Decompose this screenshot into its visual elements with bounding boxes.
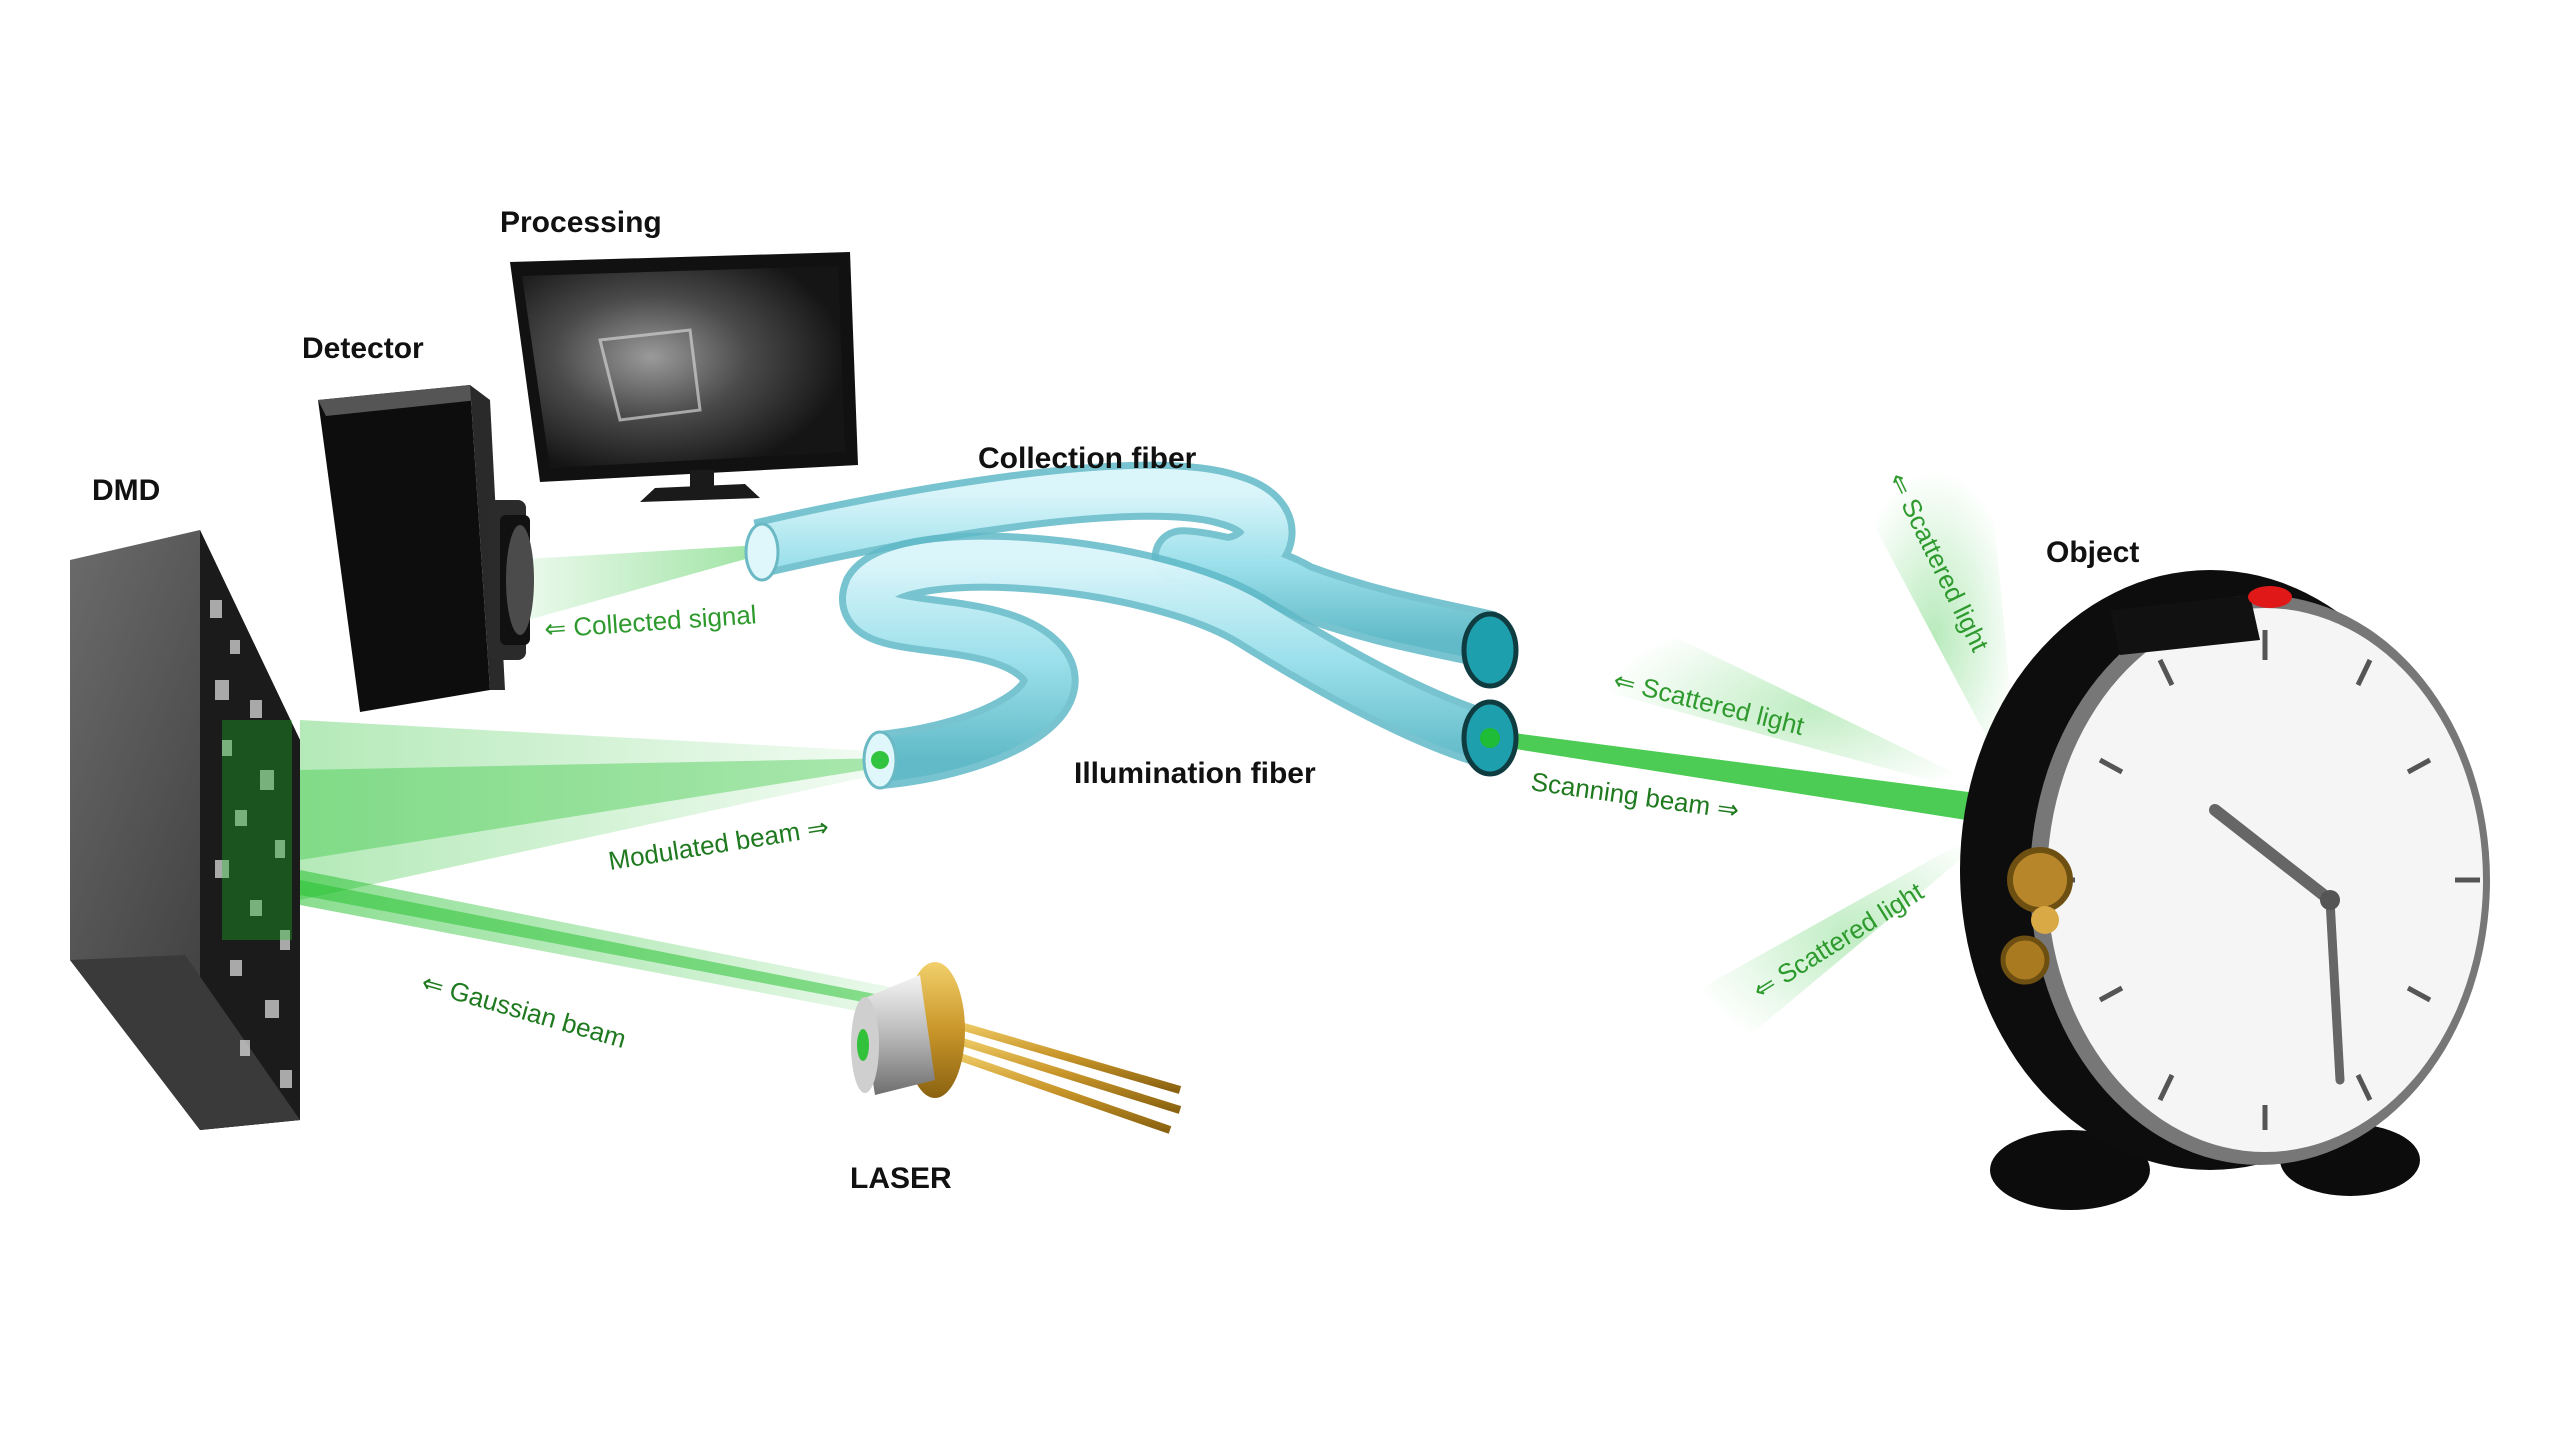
device-labels: Processing Detector DMD Collection fiber… [92,206,2139,1195]
label-processing: Processing [500,206,662,239]
label-gaussian-beam: ⇐ Gaussian beam [418,967,629,1054]
label-object: Object [2046,536,2139,569]
label-dmd: DMD [92,474,160,507]
label-scattered-light-low: ⇐ Scattered light [1747,876,1929,1005]
scanning-beam [1490,730,2030,830]
dmd-device-icon [70,530,300,1130]
modulated-beam [300,720,890,900]
scattered-light-cone-low [1680,810,2020,1060]
detector-camera-icon [318,385,534,712]
fiber-bundle-icon [744,461,1519,790]
laser-diode-icon [851,962,1182,1134]
collected-signal-beam [510,545,760,625]
monitor-icon [510,252,858,502]
label-collection-fiber: Collection fiber [978,442,1197,475]
scattered-light-cone-mid [1600,610,2020,805]
label-illumination-fiber: Illumination fiber [1074,757,1316,790]
label-laser: LASER [850,1162,952,1195]
label-detector: Detector [302,332,424,365]
scattered-light-cone-top [1850,470,2020,800]
alarm-clock-icon [1960,570,2490,1210]
